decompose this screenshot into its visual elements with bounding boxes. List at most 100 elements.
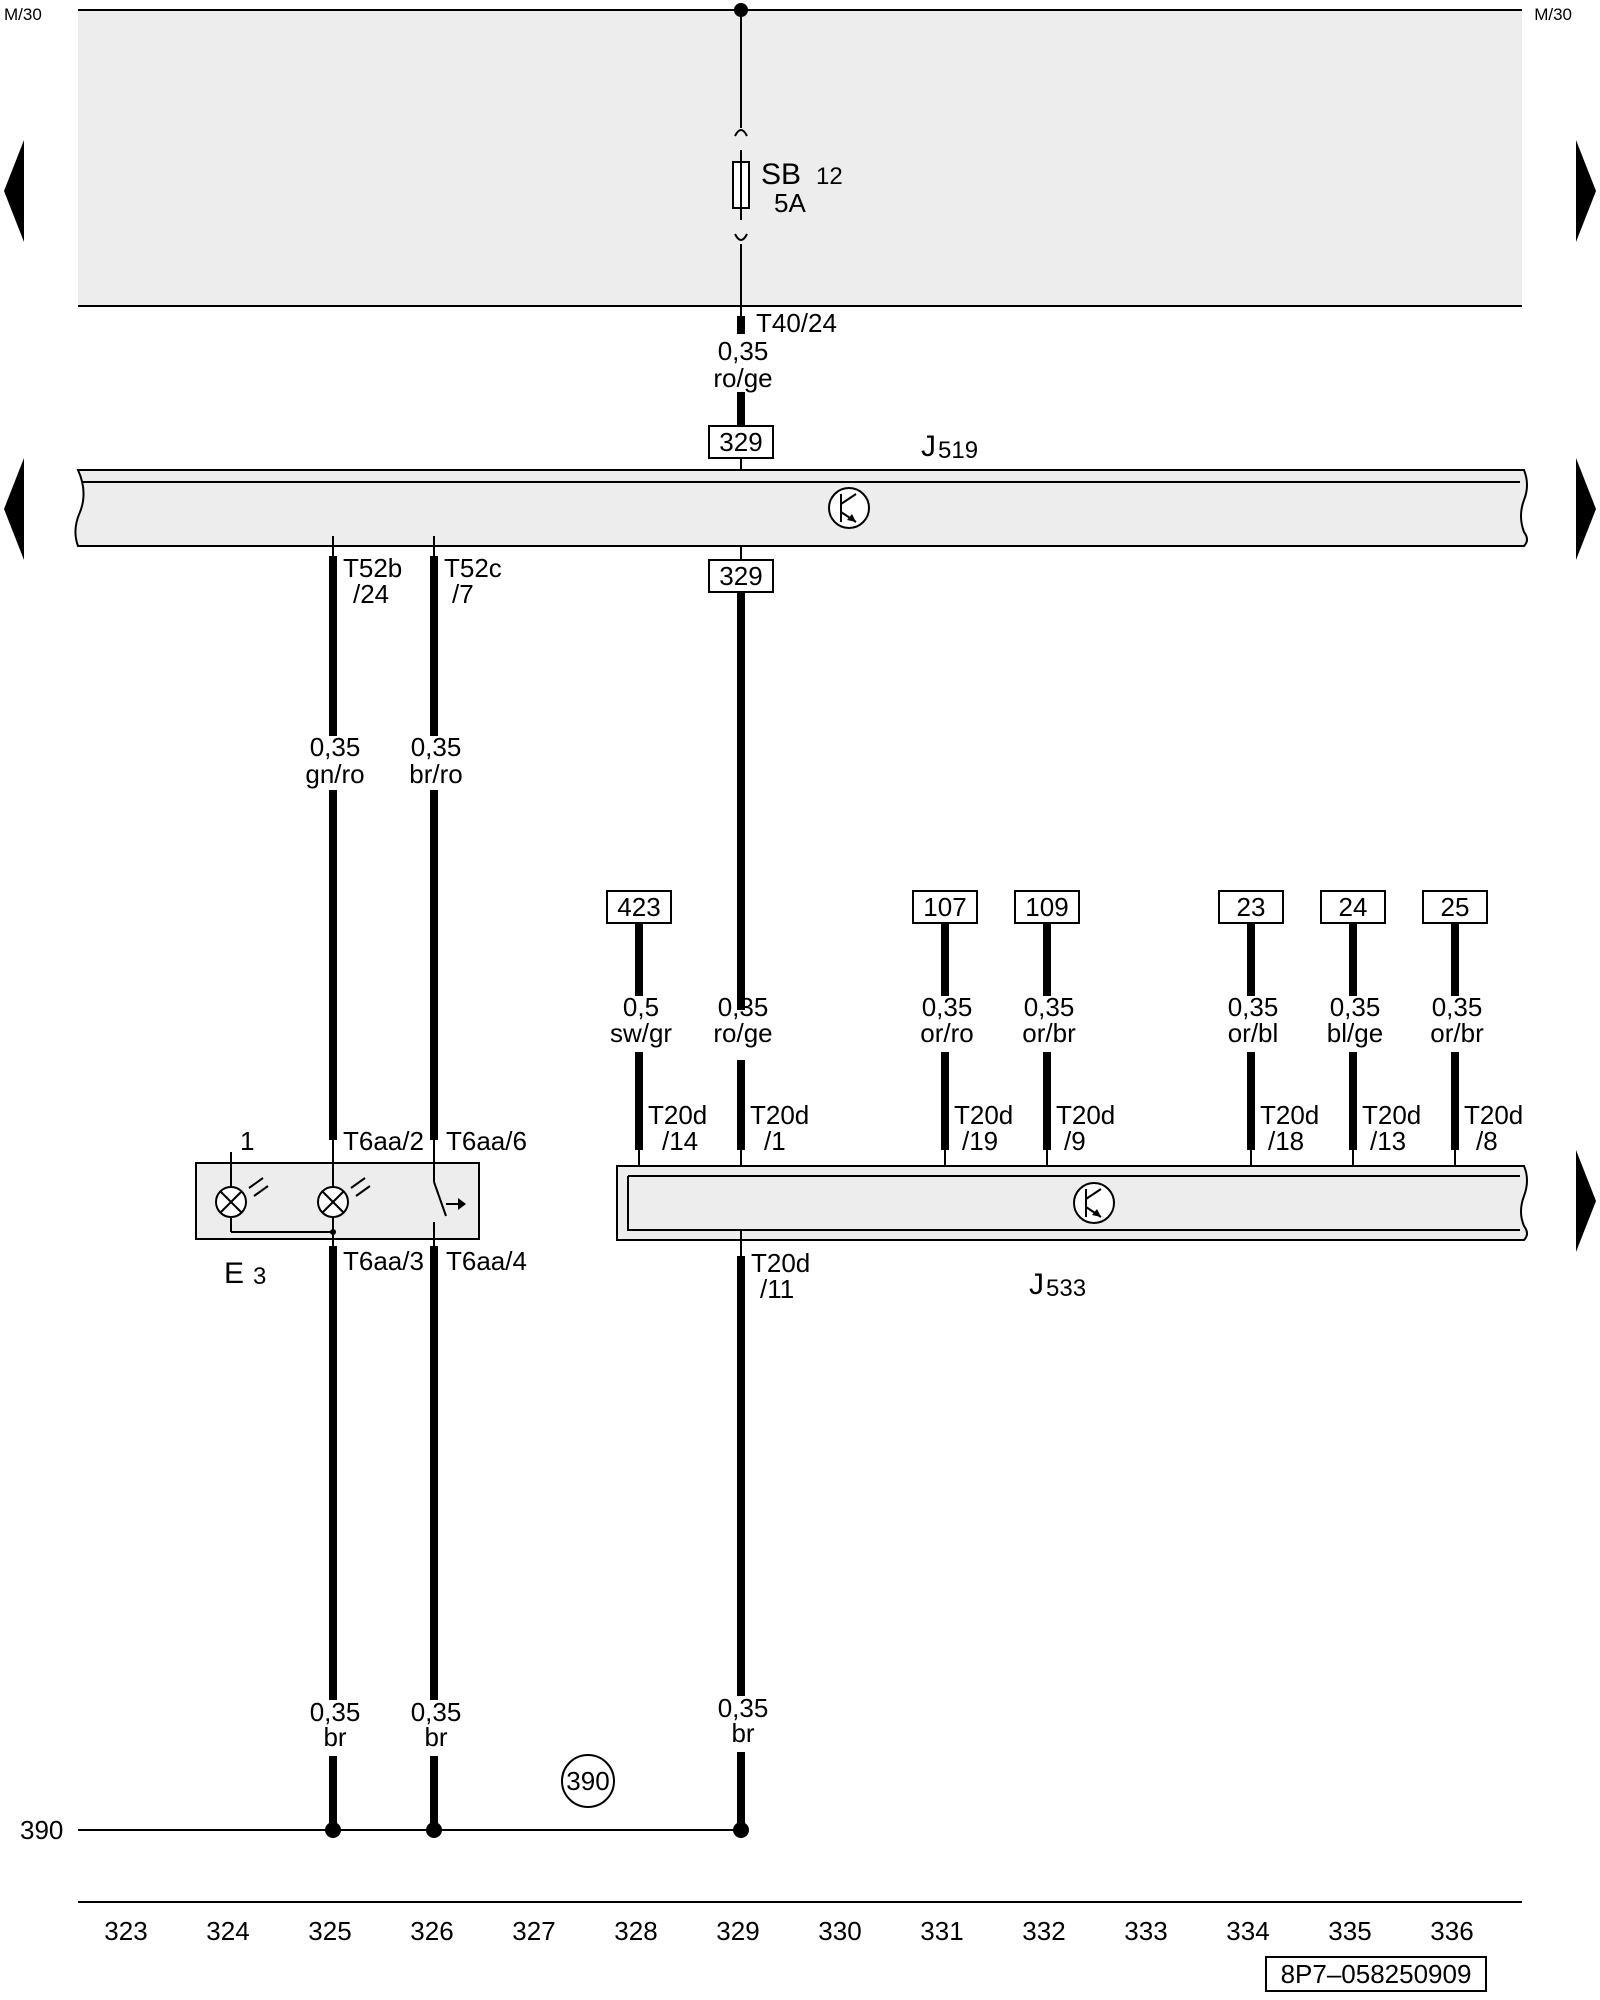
fuse-icon [732,150,750,220]
wire-size: 0,35 [1024,992,1075,1022]
wire-color: br [323,1722,346,1752]
mark-left: M/30 [4,5,42,24]
j533-wire-23: 23 0,35 or/bl T20d /18 [1218,890,1319,1170]
pin-line2: /14 [662,1126,698,1156]
column-number: 328 [614,1916,657,1946]
column-number: 332 [1022,1916,1065,1946]
transistor-icon [828,487,870,529]
j519-pin-b-line2: /7 [452,579,474,609]
column-number: 327 [512,1916,555,1946]
pin-line2: /8 [1476,1126,1498,1156]
j533-letter: J [1029,1268,1044,1301]
j519-module [74,469,1528,547]
pin-line1: T20d [1056,1100,1115,1130]
pin-line1: T20d [750,1100,809,1130]
wire-color: or/br [1022,1018,1076,1048]
pin-line2: /18 [1268,1126,1304,1156]
wire-size: 0,35 [411,1697,462,1727]
e3-pin-top-b: T6aa/6 [446,1126,527,1156]
column-number: 325 [308,1916,351,1946]
ref-box[interactable] [912,890,978,924]
pin-line1: T20d [648,1100,707,1130]
lamp-icon [317,1177,371,1218]
column-number: 336 [1430,1916,1473,1946]
nav-arrow-right-icon[interactable] [1576,1150,1596,1252]
pin-line1: T20d [1362,1100,1421,1130]
j533-number: 533 [1046,1275,1086,1302]
j533-wire-423: 423 0,5 sw/gr T20d /14 [606,890,707,1170]
wire-ref[interactable]: 107 [923,892,966,922]
j533-wire-24: 24 0,35 bl/ge T20d /13 [1320,890,1421,1170]
ref-box[interactable] [1014,890,1080,924]
junction-dot [426,1822,442,1838]
switch-icon [433,1181,466,1217]
j519-letter: J [921,430,936,463]
wire-color: br [424,1722,447,1752]
nav-arrow-left-icon[interactable] [4,140,24,242]
drawing-number: 8P7–058250909 [1281,1959,1472,1989]
nav-arrow-left-icon[interactable] [4,458,24,560]
wire-size: 0,35 [718,1693,769,1723]
nav-arrow-right-icon[interactable] [1576,140,1596,242]
wire-size: 0,35 [310,1697,361,1727]
j533-wire-25: 25 0,35 or/br T20d /8 [1422,890,1523,1170]
j533-wire-107: 107 0,35 or/ro T20d /19 [912,890,1013,1170]
wire-ref[interactable]: 24 [1339,892,1368,922]
e3-letter: E [224,1257,244,1290]
column-number: 331 [920,1916,963,1946]
wire-color: or/bl [1228,1018,1279,1048]
junction-dot [325,1822,341,1838]
pin-line2: /1 [764,1126,786,1156]
wire-color: br/ro [409,759,462,789]
fuse-name: SB [761,158,801,191]
mark-right: M/30 [1534,5,1572,24]
wire-ref[interactable]: 423 [617,892,660,922]
wire-size: 0,35 [1228,992,1279,1022]
nav-arrow-right-icon[interactable] [1576,458,1596,560]
j519-ref-bottom[interactable]: 329 [719,561,762,591]
fuse-wire-size: 0,35 [718,336,769,366]
e3-number: 3 [253,1263,266,1290]
column-number: 329 [716,1916,759,1946]
wire-color: sw/gr [610,1018,672,1048]
wire-ref[interactable]: 23 [1237,892,1266,922]
e3-pin-top-a: T6aa/2 [343,1126,424,1156]
j519-number: 519 [938,437,978,464]
pin-line2: /19 [962,1126,998,1156]
wire-size: 0,35 [310,732,361,762]
column-number: 323 [104,1916,147,1946]
wire-size: 0,5 [623,992,659,1022]
fuse-number: 12 [816,163,843,190]
ref-box[interactable] [1422,890,1488,924]
j519-pin-a-line2: /24 [353,579,389,609]
wire-ref[interactable]: 25 [1441,892,1470,922]
ref-box[interactable] [708,559,774,593]
fuse-wire-color: ro/ge [713,363,772,393]
column-number: 333 [1124,1916,1167,1946]
wire-size: 0,35 [411,732,462,762]
wire-size: 0,35 [922,992,973,1022]
pin-line2: /13 [1370,1126,1406,1156]
ref-box[interactable] [606,890,672,924]
column-number: 324 [206,1916,249,1946]
e3-pin-bottom-a: T6aa/3 [343,1246,424,1276]
e3-pin-bottom-b: T6aa/4 [446,1246,527,1276]
ref-box[interactable] [708,425,774,459]
j533-wire-109: 109 0,35 or/br T20d /9 [1014,890,1115,1170]
pin-line1: T20d [1464,1100,1523,1130]
wire-color: or/ro [920,1018,973,1048]
junction-dot [733,1822,749,1838]
column-number: 330 [818,1916,861,1946]
column-number: 334 [1226,1916,1269,1946]
j533-wire-329: 0,35 ro/ge T20d /1 [713,992,809,1170]
j533-module [616,1165,1528,1241]
ground-bus-label: 390 [20,1815,63,1845]
ground-ref-number[interactable]: 390 [566,1766,609,1796]
j533-out-pin-line1: T20d [751,1248,810,1278]
wire-ref[interactable]: 109 [1025,892,1068,922]
j533-out-pin-line2: /11 [760,1274,794,1304]
j519-ref-top[interactable]: 329 [719,427,762,457]
ground-ref-circle[interactable] [561,1754,615,1808]
